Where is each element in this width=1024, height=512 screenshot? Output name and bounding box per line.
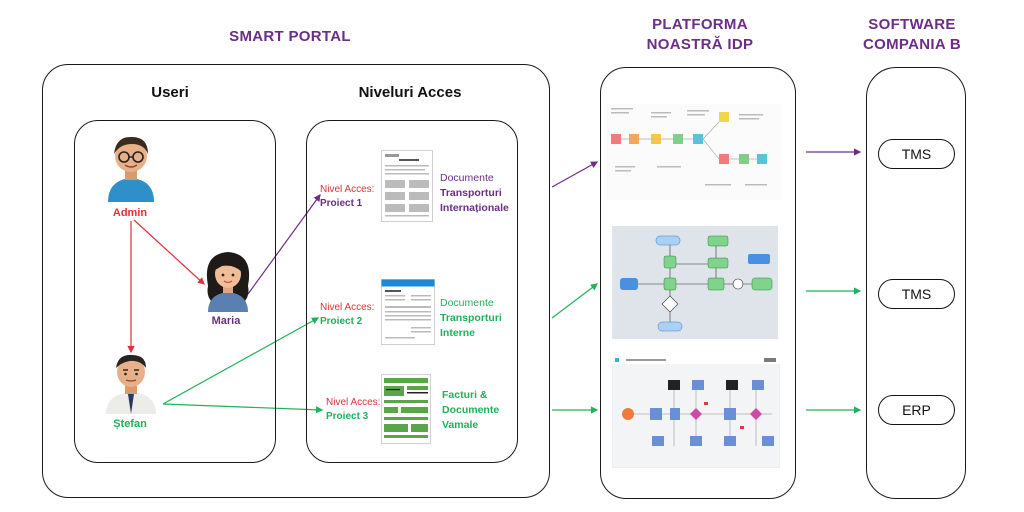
document-thumbnail-1 bbox=[381, 150, 433, 222]
software-tms-1: TMS bbox=[878, 139, 955, 169]
header-software-line1: SOFTWARE bbox=[868, 16, 956, 33]
access-level-2-project: Proiect 2 bbox=[320, 316, 363, 327]
access-levels-box bbox=[306, 120, 518, 463]
header-software: SOFTWARE COMPANIA B bbox=[832, 15, 992, 55]
smart-portal-box bbox=[42, 64, 550, 498]
doc-label-3-line2: Documente bbox=[442, 404, 500, 416]
maria-name: Maria bbox=[211, 315, 241, 327]
header-platform-line1: PLATFORMA bbox=[652, 16, 748, 33]
header-platform-line2: NOASTRĂ IDP bbox=[646, 36, 754, 53]
document-thumbnail-2 bbox=[381, 279, 435, 345]
access-level-3: Nivel Acces: Proiect 3 bbox=[326, 396, 380, 424]
doc-label-3-line3: Vamale bbox=[442, 419, 479, 431]
stefan-name: Ștefan bbox=[113, 418, 147, 430]
users-title: Useri bbox=[151, 84, 189, 101]
software-box bbox=[866, 67, 966, 499]
access-title: Niveluri Acces bbox=[358, 84, 462, 101]
doc-label-1-line1: Documente bbox=[440, 172, 494, 184]
access-level-3-project: Proiect 3 bbox=[326, 411, 369, 422]
software-erp: ERP bbox=[878, 395, 955, 425]
admin-avatar bbox=[108, 136, 154, 202]
access-level-1-label: Nivel Acces: bbox=[320, 184, 375, 195]
admin-name: Admin bbox=[112, 207, 148, 219]
software-tms-2: TMS bbox=[878, 279, 955, 309]
idp-platform-box bbox=[600, 67, 796, 499]
header-platform: PLATFORMA NOASTRĂ IDP bbox=[620, 15, 780, 55]
stefan-avatar bbox=[106, 354, 156, 414]
doc-label-1: Documente Transporturi Internaționale bbox=[440, 171, 509, 216]
document-thumbnail-3 bbox=[381, 374, 431, 444]
doc-label-3: Facturi & Documente Vamale bbox=[442, 388, 499, 433]
doc-label-1-line2: Transporturi bbox=[440, 187, 502, 199]
workflow-thumbnail-1 bbox=[605, 104, 781, 200]
access-level-2-label: Nivel Acces: bbox=[320, 302, 375, 313]
access-level-1-project: Proiect 1 bbox=[320, 198, 363, 209]
access-level-1: Nivel Acces: Proiect 1 bbox=[320, 183, 374, 211]
users-box bbox=[74, 120, 276, 463]
maria-avatar bbox=[206, 252, 250, 312]
doc-label-1-line3: Internaționale bbox=[440, 202, 509, 214]
doc-label-2: Documente Transporturi Interne bbox=[440, 296, 502, 341]
header-smart-portal: SMART PORTAL bbox=[229, 28, 351, 45]
access-level-2: Nivel Acces: Proiect 2 bbox=[320, 301, 374, 329]
edge-portal-idp-1 bbox=[551, 161, 599, 188]
doc-label-2-line1: Documente bbox=[440, 297, 494, 309]
doc-label-2-line2: Transporturi bbox=[440, 312, 502, 324]
header-software-line2: COMPANIA B bbox=[863, 36, 961, 53]
workflow-thumbnail-3 bbox=[612, 356, 780, 468]
doc-label-2-line3: Interne bbox=[440, 327, 476, 339]
doc-label-3-line1: Facturi & bbox=[442, 389, 488, 401]
access-level-3-label: Nivel Acces: bbox=[326, 397, 381, 408]
edge-portal-idp-2 bbox=[551, 283, 598, 319]
workflow-thumbnail-2 bbox=[612, 226, 778, 339]
